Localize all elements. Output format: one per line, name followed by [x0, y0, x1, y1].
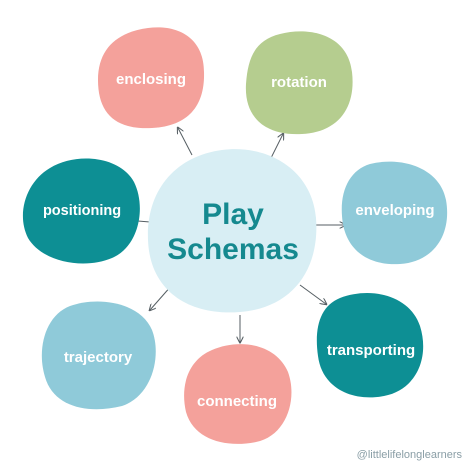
- schema-blob-enveloping: enveloping: [341, 161, 448, 265]
- arrow-to-rotation: [269, 134, 283, 161]
- schema-blob-positioning: positioning: [22, 158, 140, 264]
- blob-shape: [22, 158, 140, 264]
- schema-label-enveloping: enveloping: [355, 202, 434, 219]
- schema-label-enclosing: enclosing: [116, 71, 186, 88]
- blob-shape: [245, 31, 353, 135]
- schema-blob-transporting: transporting: [316, 293, 424, 398]
- blob-shape: [184, 344, 292, 444]
- schema-label-positioning: positioning: [43, 203, 121, 219]
- blob-shape: [316, 293, 424, 398]
- blob-shape: [341, 161, 448, 265]
- schema-blob-rotation: rotation: [245, 31, 353, 135]
- arrow-to-transporting: [299, 284, 326, 304]
- blob-shape: [41, 301, 156, 410]
- center-blob-shape: [147, 149, 317, 313]
- schema-label-rotation: rotation: [271, 74, 327, 91]
- schema-blob-trajectory: trajectory: [41, 301, 156, 410]
- schema-blob-enclosing: enclosing: [98, 27, 205, 129]
- schema-label-connecting: connecting: [197, 393, 277, 410]
- center-title-line1: Play: [202, 198, 264, 231]
- credit-handle: @littlelifelonglearners: [357, 449, 463, 461]
- arrow-to-enclosing: [178, 128, 193, 156]
- blob-shape: [98, 27, 205, 129]
- schema-label-transporting: transporting: [327, 342, 415, 359]
- schema-blob-connecting: connecting: [184, 344, 292, 444]
- center-blob: Play Schemas: [147, 149, 317, 313]
- schema-label-trajectory: trajectory: [64, 349, 133, 366]
- center-title-line2: Schemas: [167, 233, 299, 266]
